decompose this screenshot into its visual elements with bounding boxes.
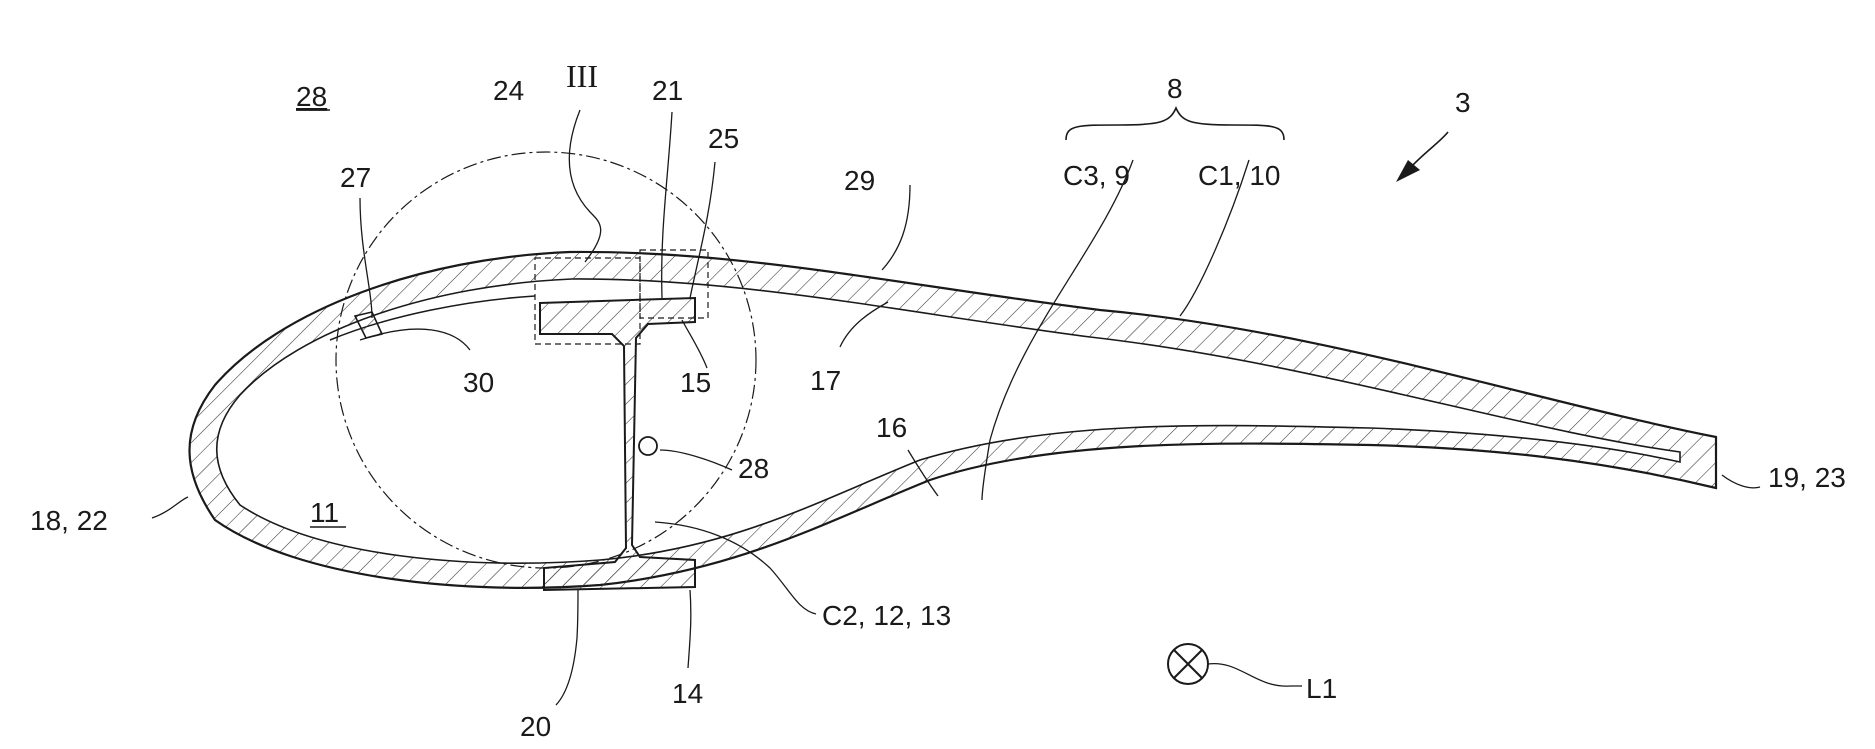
label-c1-10: C1, 10 (1198, 160, 1281, 191)
label-17: 17 (810, 365, 841, 396)
label-3: 3 (1455, 87, 1471, 118)
label-11: 11 (310, 497, 339, 528)
label-III: III (566, 58, 598, 94)
label-28: 28 (738, 453, 769, 484)
opening-28 (639, 437, 657, 455)
label-24: 24 (493, 75, 524, 106)
label-25: 25 (708, 123, 739, 154)
label-29: 29 (844, 165, 875, 196)
label-8: 8 (1167, 73, 1183, 104)
label-28-interior: 28 (296, 81, 327, 112)
label-14: 14 (672, 678, 703, 709)
arrow-3 (1396, 132, 1448, 182)
label-19-23: 19, 23 (1768, 462, 1846, 493)
bracket-8 (1066, 108, 1284, 140)
label-21: 21 (652, 75, 683, 106)
airfoil-shell (189, 252, 1716, 588)
label-15: 15 (680, 367, 711, 398)
label-c2-12-13: C2, 12, 13 (822, 600, 951, 631)
airfoil-inner-surface (217, 279, 1680, 563)
label-30: 30 (463, 367, 494, 398)
label-16: 16 (876, 412, 907, 443)
label-18-22: 18, 22 (30, 505, 108, 536)
label-27: 27 (340, 162, 371, 193)
direction-symbol-L1 (1168, 644, 1302, 686)
label-20: 20 (520, 711, 551, 742)
label-c3-9: C3, 9 (1063, 160, 1130, 191)
label-L1: L1 (1306, 673, 1337, 704)
